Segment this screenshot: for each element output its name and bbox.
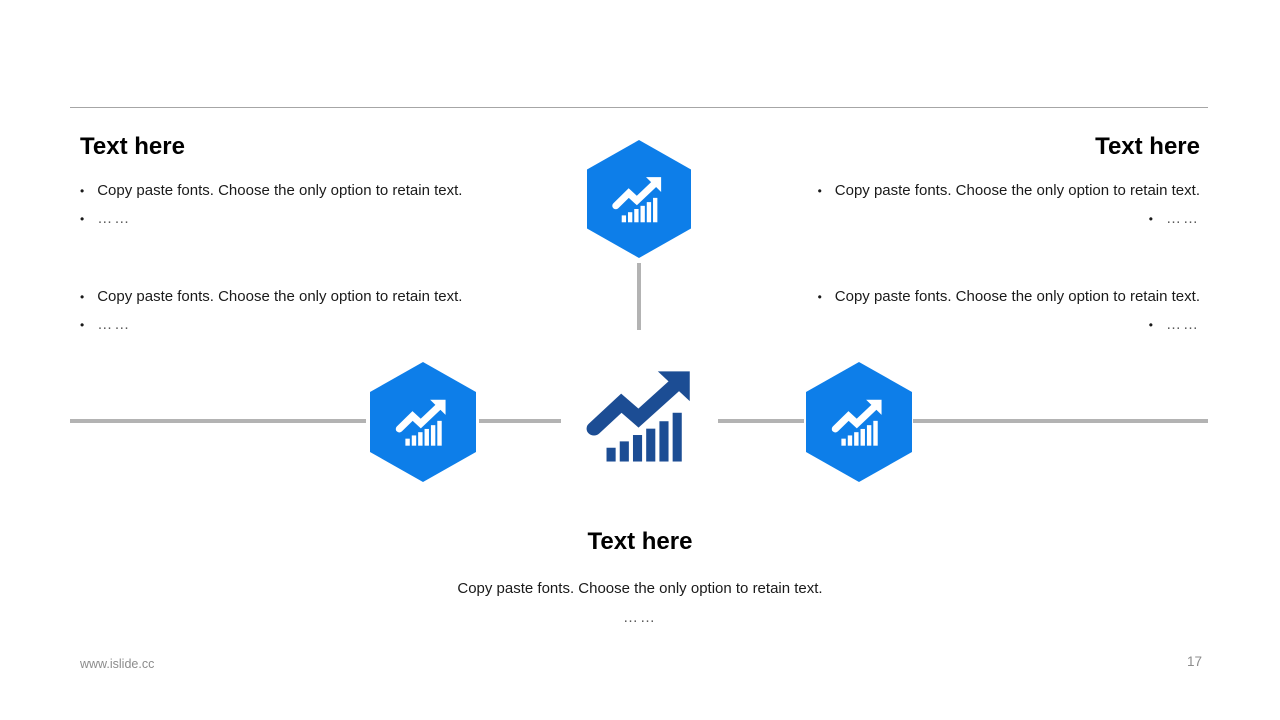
section-title: Text here bbox=[587, 528, 693, 555]
horizontal-connector-right-inner bbox=[718, 419, 804, 423]
vertical-connector-line bbox=[637, 263, 641, 330]
top-left-section: Text here bbox=[80, 134, 540, 160]
bullet-text: Copy paste fonts. Choose the only option… bbox=[97, 288, 463, 305]
bullet-marker: • bbox=[817, 184, 822, 198]
horizontal-connector-right bbox=[913, 419, 1208, 423]
hexagon-right bbox=[806, 362, 912, 482]
section-title: Text here bbox=[1095, 133, 1200, 160]
bullet-marker: • bbox=[80, 184, 85, 198]
hexagon-left bbox=[370, 362, 476, 482]
bullet-item: • Copy paste fonts. Choose the only opti… bbox=[740, 177, 1200, 205]
mid-left-bullets: • Copy paste fonts. Choose the only opti… bbox=[80, 283, 540, 339]
bullet-text: Copy paste fonts. Choose the only option… bbox=[834, 288, 1200, 305]
growth-chart-icon bbox=[594, 371, 690, 461]
bullet-item: • …… bbox=[740, 205, 1200, 233]
page-number: 17 bbox=[1186, 654, 1202, 669]
footer-url: www.islide.cc bbox=[80, 657, 155, 671]
bottom-body-text: Copy paste fonts. Choose the only option… bbox=[457, 580, 823, 597]
bullet-item: • …… bbox=[80, 205, 540, 233]
mid-right-bullets: • Copy paste fonts. Choose the only opti… bbox=[740, 283, 1200, 339]
bullet-text: Copy paste fonts. Choose the only option… bbox=[834, 182, 1200, 199]
bullet-marker: • bbox=[80, 290, 85, 304]
bullet-text: …… bbox=[97, 316, 132, 333]
hexagon-top bbox=[587, 140, 691, 258]
bullet-item: • Copy paste fonts. Choose the only opti… bbox=[740, 283, 1200, 311]
bullet-marker: • bbox=[80, 212, 85, 226]
bullet-text: …… bbox=[97, 210, 132, 227]
horizontal-connector-left bbox=[70, 419, 366, 423]
bullet-text: …… bbox=[1166, 316, 1200, 333]
section-title: Text here bbox=[80, 133, 185, 160]
bullet-text: Copy paste fonts. Choose the only option… bbox=[97, 182, 463, 199]
bullet-item: • …… bbox=[80, 311, 540, 339]
bullet-marker: • bbox=[80, 318, 85, 332]
top-divider-line bbox=[70, 107, 1208, 108]
bullet-item: • …… bbox=[740, 311, 1200, 339]
bullet-item: • Copy paste fonts. Choose the only opti… bbox=[80, 177, 540, 205]
bullet-text: …… bbox=[1166, 210, 1200, 227]
bullet-marker: • bbox=[1148, 212, 1153, 226]
bottom-ellipsis-text: …… bbox=[623, 609, 657, 626]
bullet-marker: • bbox=[1148, 318, 1153, 332]
top-right-section: Text here bbox=[740, 134, 1200, 160]
top-left-bullets: • Copy paste fonts. Choose the only opti… bbox=[80, 177, 540, 233]
bullet-item: • Copy paste fonts. Choose the only opti… bbox=[80, 283, 540, 311]
top-right-bullets: • Copy paste fonts. Choose the only opti… bbox=[740, 177, 1200, 233]
bullet-marker: • bbox=[817, 290, 822, 304]
bottom-section: Text here Copy paste fonts. Choose the o… bbox=[0, 528, 1280, 626]
center-growth-chart-icon bbox=[586, 364, 700, 470]
horizontal-connector-left-inner bbox=[479, 419, 561, 423]
